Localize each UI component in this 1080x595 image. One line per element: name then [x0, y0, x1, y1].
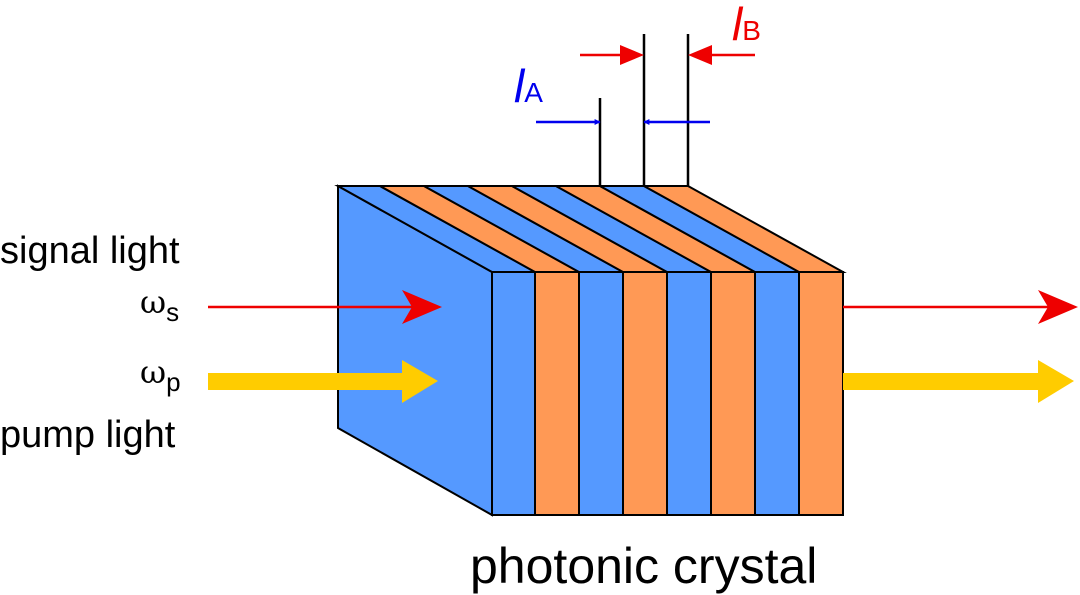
output-beams	[843, 290, 1078, 403]
front-layer-b	[710, 271, 756, 516]
crystal-top-face	[334, 185, 847, 273]
pump-input-arrowhead	[402, 360, 438, 403]
pump-input-arrow-shaft	[208, 373, 406, 390]
pump-output-arrow-shaft	[843, 373, 1041, 390]
signal-output-arrowhead	[1038, 290, 1078, 324]
pump-light-label: pump light	[0, 414, 176, 456]
thickness-label-b: lB	[732, 0, 761, 50]
crystal-front-face	[491, 271, 844, 516]
input-beams	[208, 290, 442, 403]
front-layer-b	[798, 271, 844, 516]
thickness-markers: lA lB	[514, 0, 761, 186]
crystal-caption: photonic crystal	[470, 538, 817, 594]
front-layer-b	[534, 271, 580, 516]
front-layer-b	[622, 271, 668, 516]
pump-frequency-label: ωp	[140, 353, 181, 397]
thickness-label-a: lA	[514, 60, 543, 112]
front-layer-a	[754, 271, 800, 516]
front-layer-a	[491, 271, 536, 516]
signal-light-label: signal light	[0, 230, 180, 272]
front-layer-a	[666, 271, 712, 516]
pump-output-arrowhead	[1038, 360, 1074, 403]
signal-input-arrowhead	[402, 290, 442, 324]
dim-b-left-arrowhead	[620, 45, 644, 65]
dim-b-right-arrowhead	[688, 45, 712, 65]
front-layer-a	[578, 271, 624, 516]
signal-frequency-label: ωs	[140, 283, 179, 327]
dimension-arrows-b	[580, 45, 755, 65]
photonic-crystal-block	[334, 184, 847, 517]
